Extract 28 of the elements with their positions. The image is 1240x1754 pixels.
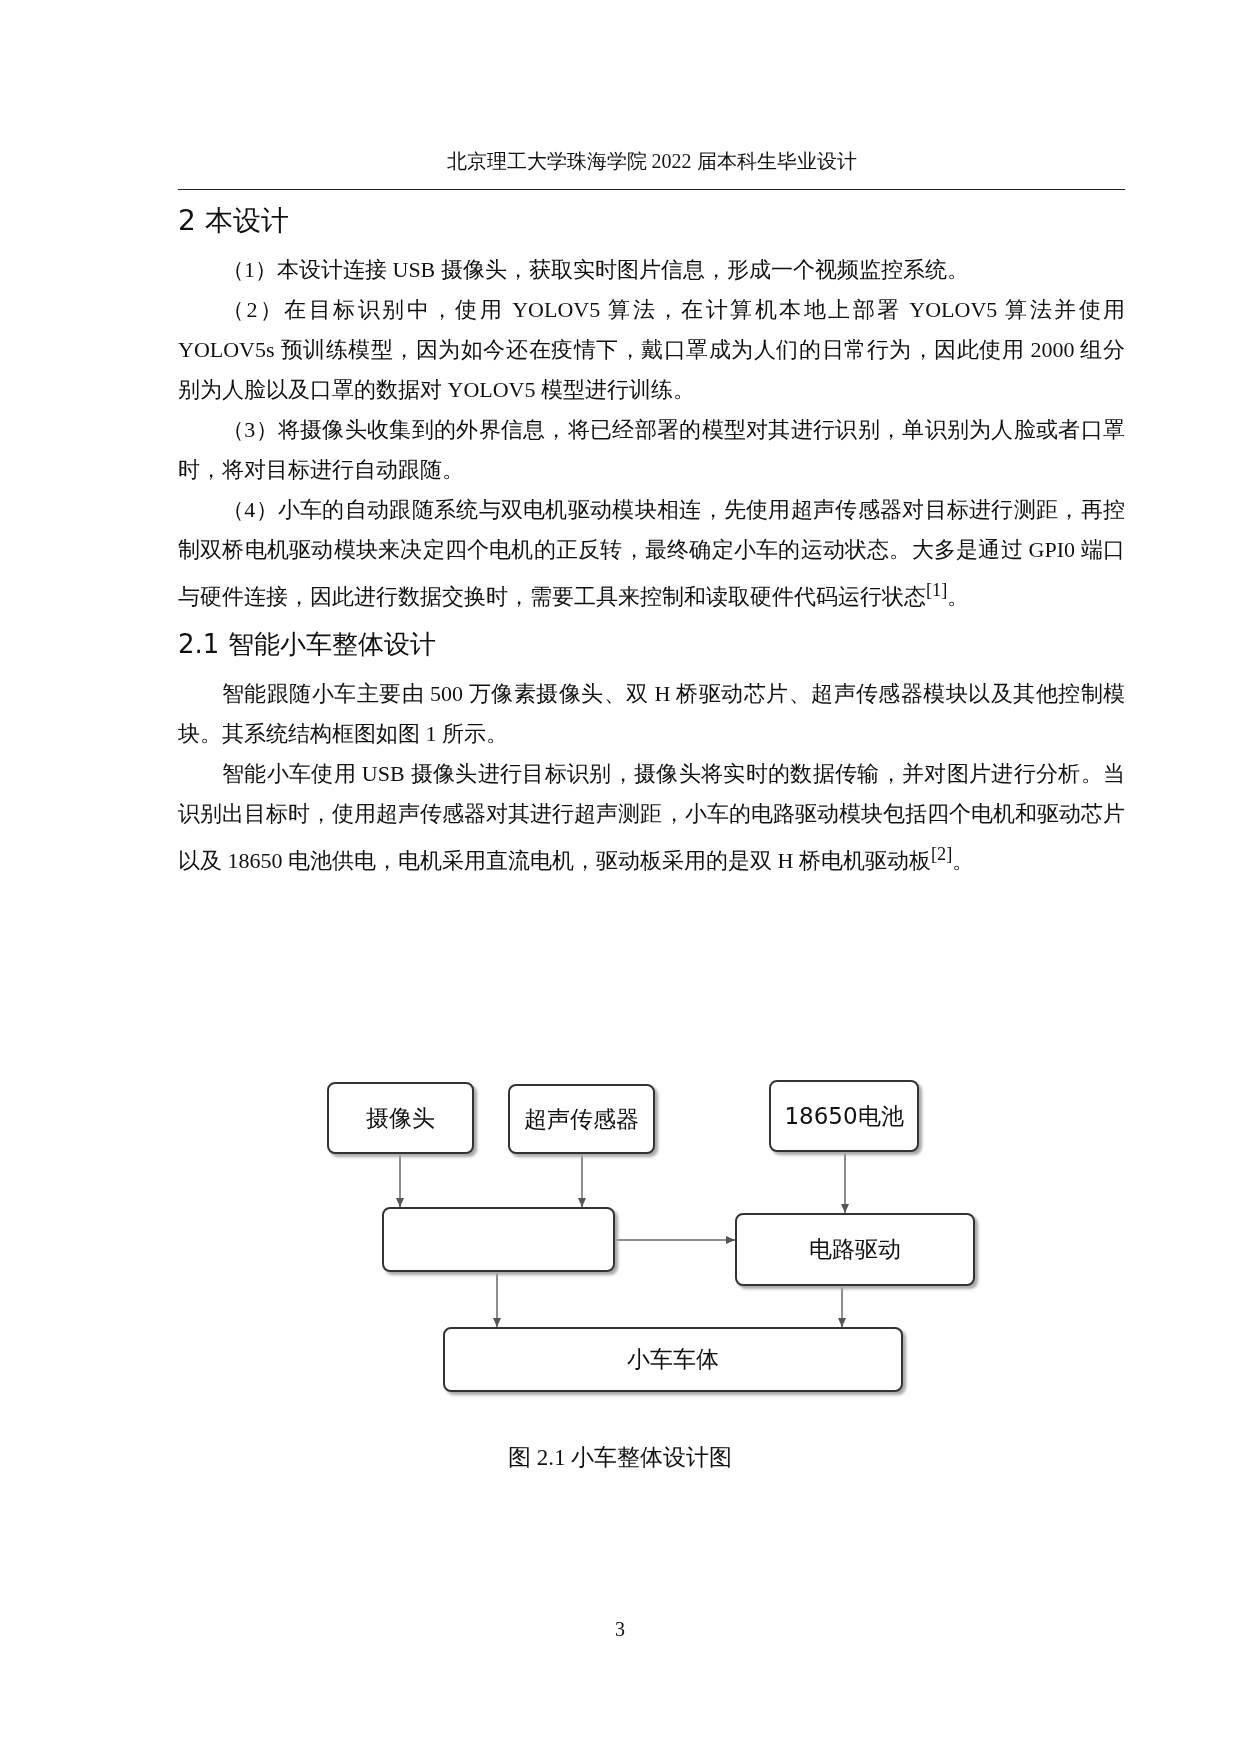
process-box	[735, 1213, 975, 1286]
figure-caption: 图 2.1 小车整体设计图	[506, 1444, 734, 1472]
paragraph: （4）小车的自动跟随系统与双电机驱动模块相连，先使用超声传感器对目标进行测距，再控制双桥电机驱动模块来决定四个电机的正反转，最终确定小车的运动状态。大多是通过 GPI0 端口与硬件连接，因此进行数据交换时，需要工具来控制和读取硬件代码运行状态$^{[1]}$。	[178, 496, 1125, 612]
arrow	[614, 1236, 736, 1244]
arrow	[396, 1153, 404, 1208]
process-box	[443, 1327, 903, 1392]
process-box	[769, 1080, 919, 1152]
arrow	[578, 1153, 586, 1208]
node-label: 超声传感器	[524, 1104, 639, 1134]
paragraph: 智能小车使用 USB 摄像头进行目标识别，摄像头将实时的数据传输，并对图片进行分析。当识别出目标时，使用超声传感器对其进行超声测距，小车的电路驱动模块包括四个电机和驱动芯片以及 18650 电池供电，电机采用直流电机，驱动板采用的是双 H 桥电机驱动板$^{[2]}$。	[178, 760, 1125, 876]
paragraph: （2）在目标识别中，使用 YOLOV5 算法，在计算机本地上部署 YOLOV5 算法并使用 YOLOV5s 预训练模型，因为如今还在疫情下，戴口罩成为人们的日常行为，因此使用 2000 组分别为人脸以及口罩的数据对 YOLOV5 模型进行训练。	[178, 296, 1125, 404]
node-label: 小车车体	[627, 1345, 719, 1374]
arrow	[841, 1151, 849, 1214]
node-label: 电路驱动	[809, 1235, 901, 1264]
arrow	[838, 1285, 846, 1328]
section-heading: 2 本设计	[178, 203, 290, 239]
page-header: 北京理工大学珠海学院 2022 届本科生毕业设计	[178, 140, 1125, 190]
paragraph: 智能跟随小车主要由 500 万像素摄像头、双 H 桥驱动芯片、超声传感器模块以及其他控制模块。其系统结构框图如图 1 所示。	[178, 680, 1125, 749]
section-heading: 2.1 智能小车整体设计	[178, 628, 437, 662]
process-box	[508, 1084, 655, 1154]
node-label: 摄像头	[366, 1103, 435, 1133]
process-box	[327, 1082, 474, 1154]
arrow	[493, 1271, 501, 1328]
process-box	[382, 1207, 615, 1272]
node-label: 18650电池	[784, 1101, 904, 1131]
page-number: 3	[614, 1618, 626, 1641]
paragraph: （1）本设计连接 USB 摄像头，获取实时图片信息，形成一个视频监控系统。	[221, 256, 970, 284]
paragraph: （3）将摄像头收集到的外界信息，将已经部署的模型对其进行识别，单识别为人脸或者口罩时，将对目标进行自动跟随。	[178, 416, 1125, 484]
